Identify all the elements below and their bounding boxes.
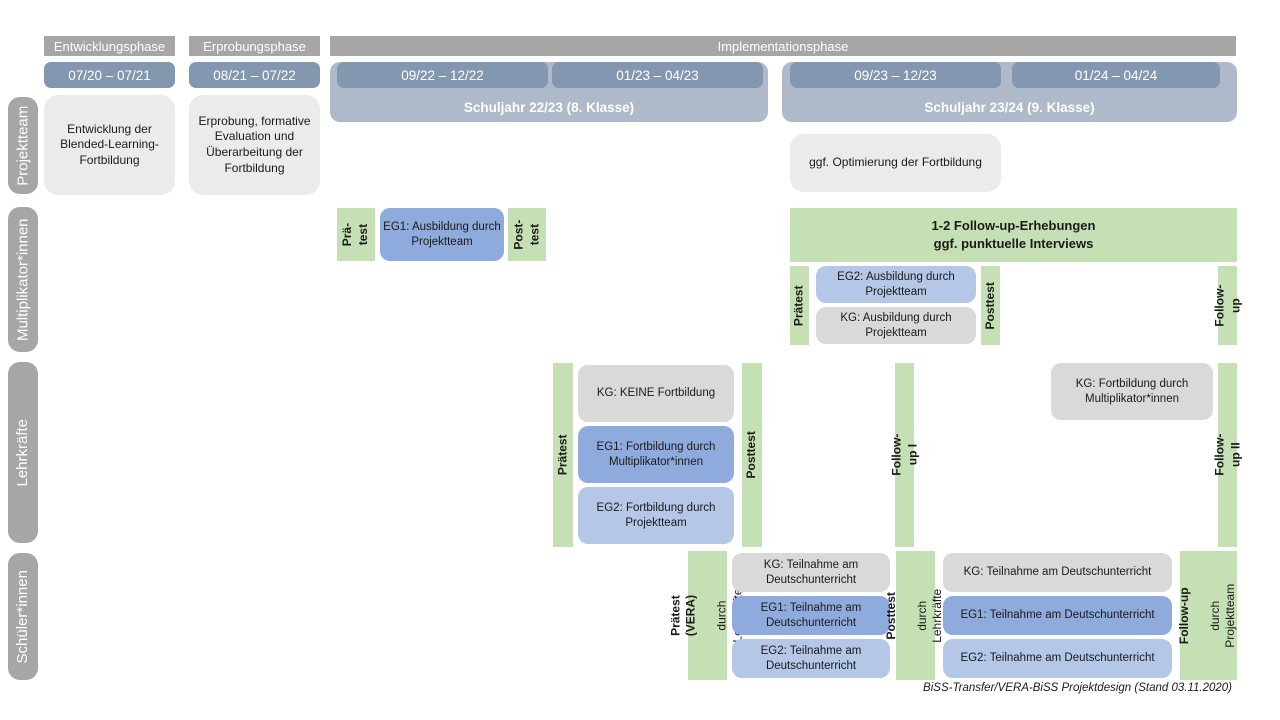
schoolyear-22-23-label: Schuljahr 22/23 (8. Klasse) — [463, 100, 635, 115]
multiplikatoren-followup-bar: Follow-up — [1212, 266, 1242, 345]
multiplikatoren-posttest2-bar: Posttest — [981, 266, 1000, 345]
phase-erprobung: Erprobungsphase — [189, 36, 320, 56]
box-erprobung-evaluation: Erprobung, formative Evaluation und Über… — [189, 95, 320, 195]
box-optimierung-fortbildung: ggf. Optimierung der Fortbildung — [790, 134, 1001, 192]
box-eg2-ausbildung-projektteam: EG2: Ausbildung durch Projektteam — [816, 266, 976, 303]
box-kg-keine-fortbildung: KG: KEINE Fortbildung — [578, 365, 734, 422]
footer-caption: BiSS-Transfer/VERA-BiSS Projektdesign (S… — [923, 682, 1232, 694]
period-01-23: 01/23 – 04/23 — [552, 62, 763, 88]
multiplikatoren-praetest-bar: Prä- test — [337, 208, 375, 261]
period-01-24: 01/24 – 04/24 — [1012, 62, 1220, 88]
phase-implementation: Implementationsphase — [330, 36, 1236, 56]
schueler-followup-bar: Follow-up durch Projektteam — [1177, 551, 1239, 680]
phase-entwicklung: Entwicklungsphase — [44, 36, 175, 56]
lehrkraefte-praetest-bar: Prätest — [553, 363, 573, 547]
box-kg-teilnahme-2: KG: Teilnahme am Deutschunterricht — [943, 553, 1172, 592]
schueler-posttest-bar: Posttest durch Lehrkräfte — [884, 551, 945, 680]
schueler-praetest-vera-bar: Prätest (VERA) durch Lehrkräfte — [669, 551, 745, 680]
box-entwicklung-fortbildung: Entwicklung der Blended-Learning-Fortbil… — [44, 95, 175, 195]
box-eg1-teilnahme-1: EG1: Teilnahme am Deutschunterricht — [732, 596, 890, 635]
period-09-23: 09/23 – 12/23 — [790, 62, 1001, 88]
box-kg-ausbildung-projektteam: KG: Ausbildung durch Projektteam — [816, 307, 976, 344]
box-eg2-teilnahme-1: EG2: Teilnahme am Deutschunterricht — [732, 639, 890, 678]
box-kg-fortbildung-multiplikatoren: KG: Fortbildung durch Multiplikator*inne… — [1051, 363, 1213, 420]
lehrkraefte-followup2-bar: Follow-up II — [1212, 363, 1242, 547]
multiplikatoren-praetest2-bar: Prätest — [790, 266, 809, 345]
row-label-schueler: Schüler*innen — [8, 553, 38, 680]
row-label-lehrkraefte: Lehrkräfte — [8, 362, 38, 543]
followup-label: Follow-up — [1177, 587, 1192, 644]
posttest-sub: durch Lehrkräfte — [915, 588, 946, 643]
box-eg1-ausbildung-projektteam: EG1: Ausbildung durch Projektteam — [380, 208, 504, 261]
box-eg2-fortbildung-projektteam: EG2: Fortbildung durch Projektteam — [578, 487, 734, 544]
row-label-multiplikatoren: Multiplikator*innen — [8, 207, 38, 352]
lehrkraefte-followup1-bar: Follow-up I — [889, 363, 919, 547]
period-08-21: 08/21 – 07/22 — [189, 62, 320, 88]
lehrkraefte-posttest-bar: Posttest — [742, 363, 762, 547]
period-09-22: 09/22 – 12/22 — [337, 62, 548, 88]
box-kg-teilnahme-1: KG: Teilnahme am Deutschunterricht — [732, 553, 890, 592]
multiplikatoren-posttest-bar: Post- test — [508, 208, 546, 261]
box-eg1-fortbildung-multiplikatoren: EG1: Fortbildung durch Multiplikator*inn… — [578, 426, 734, 483]
box-eg1-teilnahme-2: EG1: Teilnahme am Deutschunterricht — [943, 596, 1172, 635]
followup-sub: durch Projektteam — [1208, 583, 1239, 648]
row-label-projektteam: Projektteam — [8, 97, 38, 194]
praetest-vera-label: Prätest (VERA) — [668, 594, 699, 637]
posttest-label: Posttest — [884, 591, 899, 640]
schoolyear-23-24-label: Schuljahr 23/24 (9. Klasse) — [924, 100, 1095, 115]
period-07-20: 07/20 – 07/21 — [44, 62, 175, 88]
box-eg2-teilnahme-2: EG2: Teilnahme am Deutschunterricht — [943, 639, 1172, 678]
box-followup-erhebungen: 1-2 Follow-up-Erhebungen ggf. punktuelle… — [790, 208, 1237, 262]
